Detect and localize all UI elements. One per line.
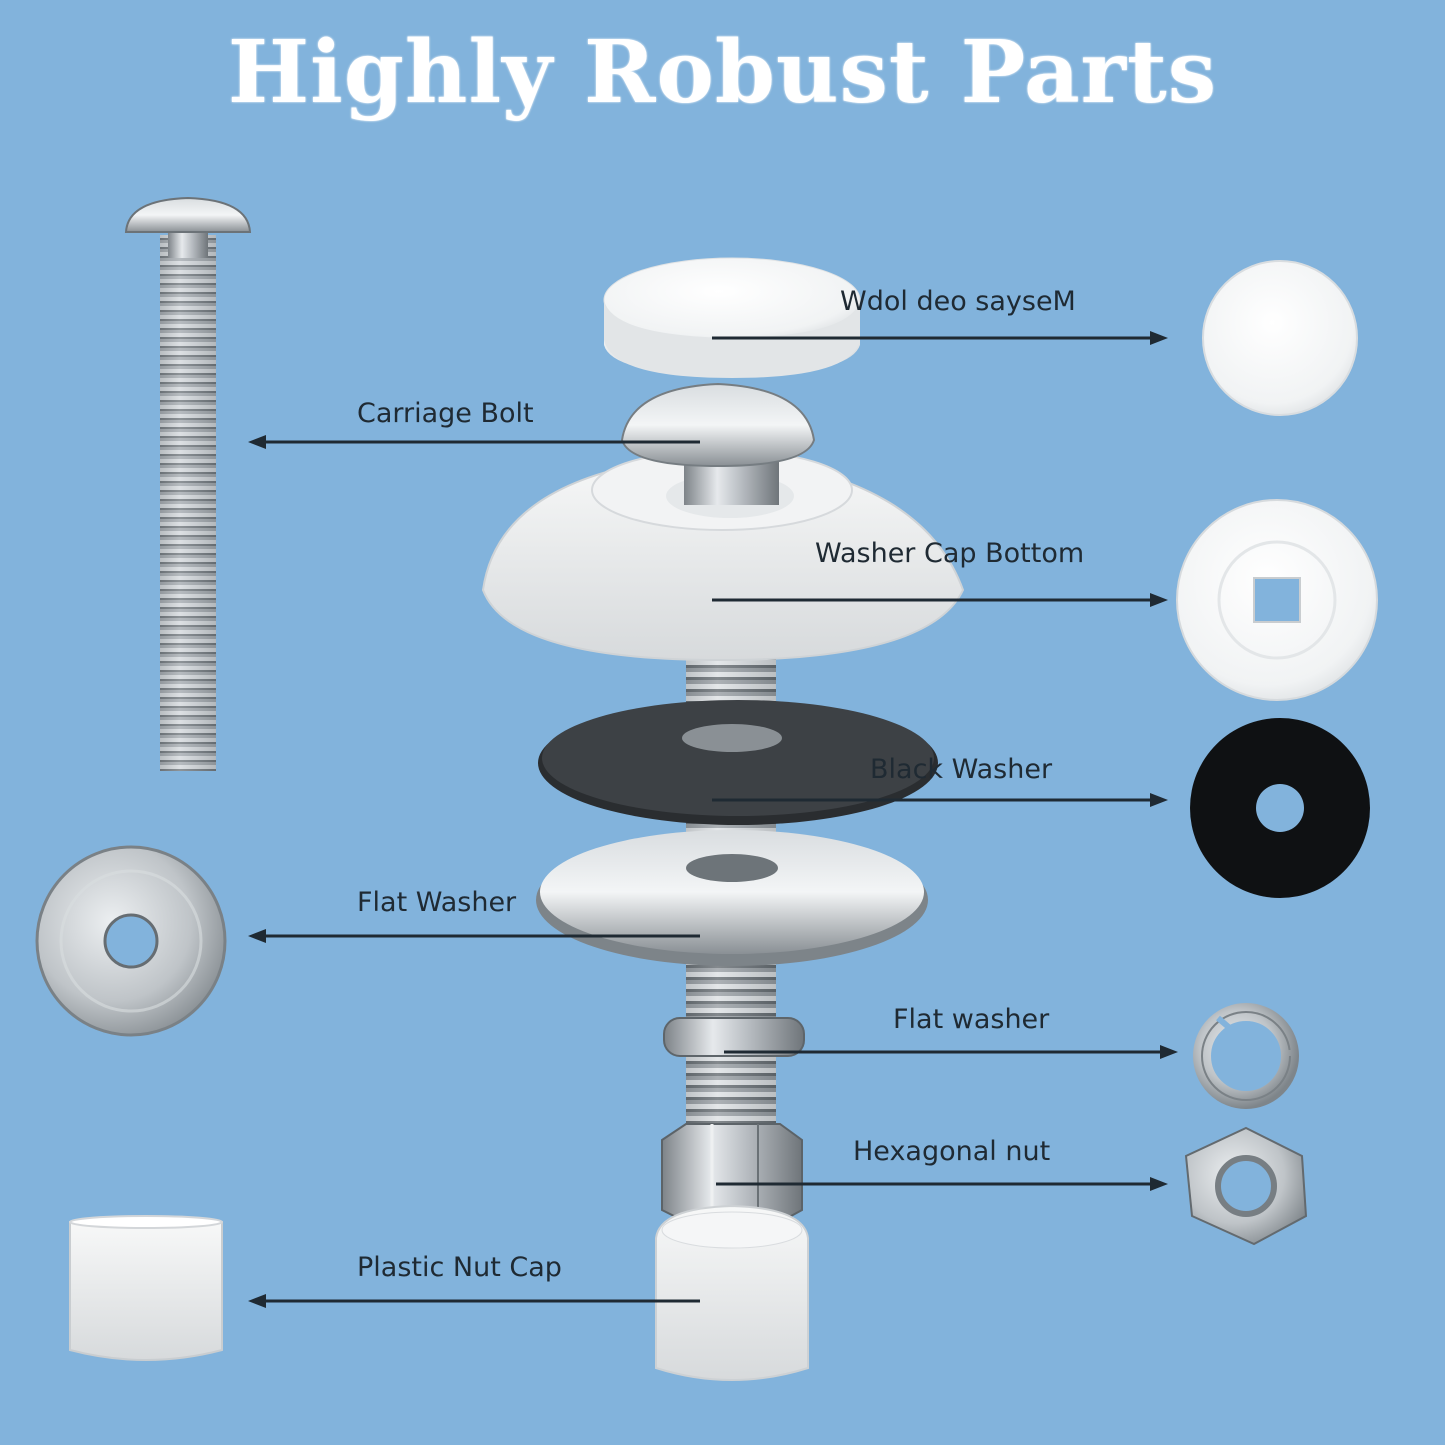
label-hexagonal-nut: Hexagonal nut [853,1136,1051,1167]
arrow-hex-nut [716,1177,1168,1191]
leader-arrows [248,331,1178,1308]
arrow-washer-cap-bottom [712,593,1168,607]
label-carriage-bolt: Carriage Bolt [357,398,534,429]
flat-washer-image [35,845,227,1037]
label-black-washer: Black Washer [870,754,1053,785]
label-flat-washer: Flat Washer [357,887,517,918]
label-washer-cap-bottom: Washer Cap Bottom [815,538,1085,569]
top-cap-image [1202,260,1358,416]
label-flat-washer-small: Flat washer [893,1004,1050,1035]
hex-nut-image [1184,1126,1308,1246]
arrow-carriage-bolt [248,435,700,449]
arrow-lock-washer [724,1045,1178,1059]
carriage-bolt-image [124,196,252,771]
plastic-nut-cap-image [69,1215,223,1361]
label-plastic-nut-cap: Plastic Nut Cap [357,1252,562,1283]
arrow-plastic-nut-cap [248,1294,700,1308]
arrow-flat-washer [248,929,700,943]
washer-cap-bottom-image [1176,499,1378,701]
label-top-cap: Wdol deo sayseM [840,286,1076,317]
page-title: Highly Robust Parts [227,22,1218,123]
arrow-top-cap [712,331,1168,345]
arrow-black-washer [712,793,1168,807]
lock-washer-image [1193,1003,1299,1109]
assembled-stack-image [481,257,965,1381]
black-washer-image [1190,718,1370,898]
